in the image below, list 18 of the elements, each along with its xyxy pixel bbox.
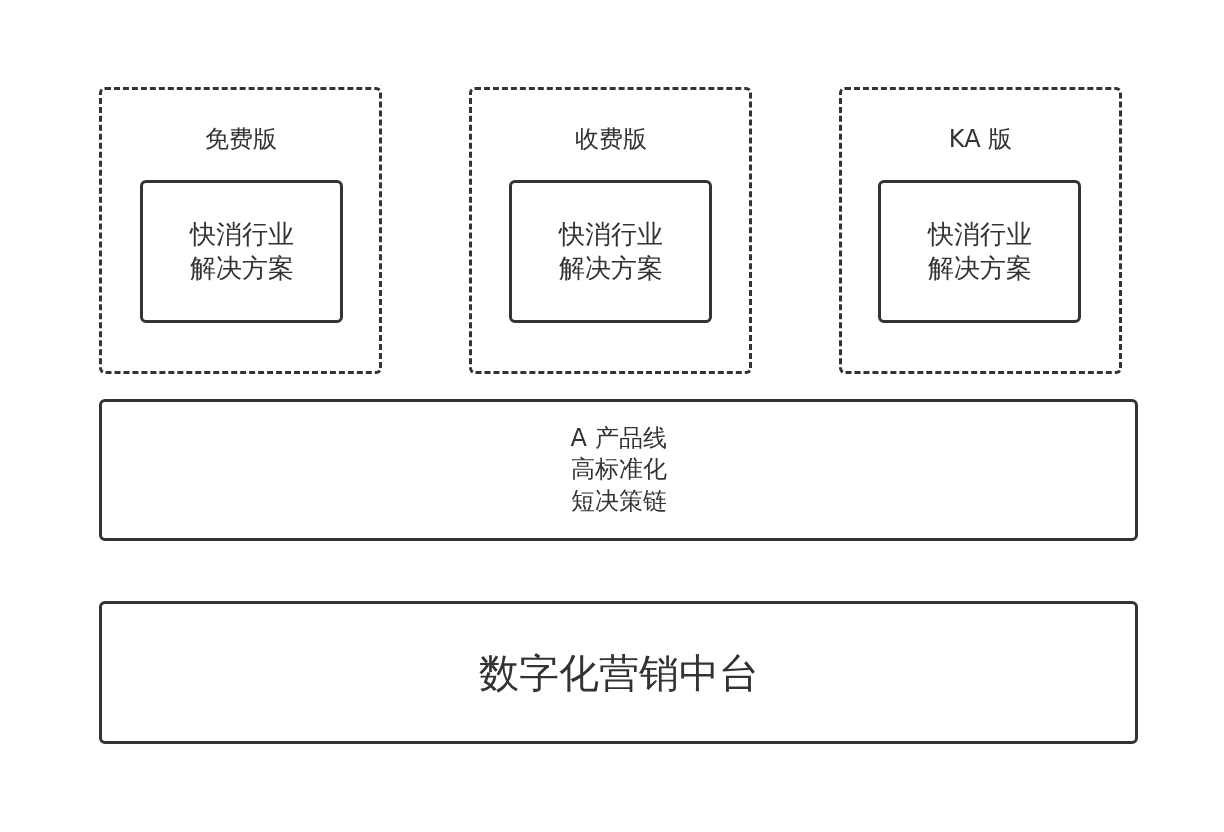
process-box (509, 180, 712, 323)
tier-title: 收费版 (574, 124, 647, 155)
process-box (878, 180, 1081, 323)
tier-title: KA 版 (948, 124, 1013, 155)
tier-container (99, 87, 382, 374)
box-label: 高标准化 (570, 454, 667, 486)
tier-container (469, 87, 752, 374)
process-box (99, 601, 1138, 744)
box-label: 快消行业解决方案 (557, 217, 664, 285)
box-label: 快消行业解决方案 (188, 217, 295, 285)
tier-container (839, 87, 1122, 374)
process-box (140, 180, 343, 323)
process-box (99, 399, 1138, 541)
tier-title: 免费版 (204, 124, 277, 155)
box-label: 数字化营销中台 (478, 648, 759, 698)
box-label: 短决策链 (570, 485, 667, 517)
box-label: 快消行业解决方案 (926, 217, 1033, 285)
box-label: A 产品线 (570, 423, 667, 455)
